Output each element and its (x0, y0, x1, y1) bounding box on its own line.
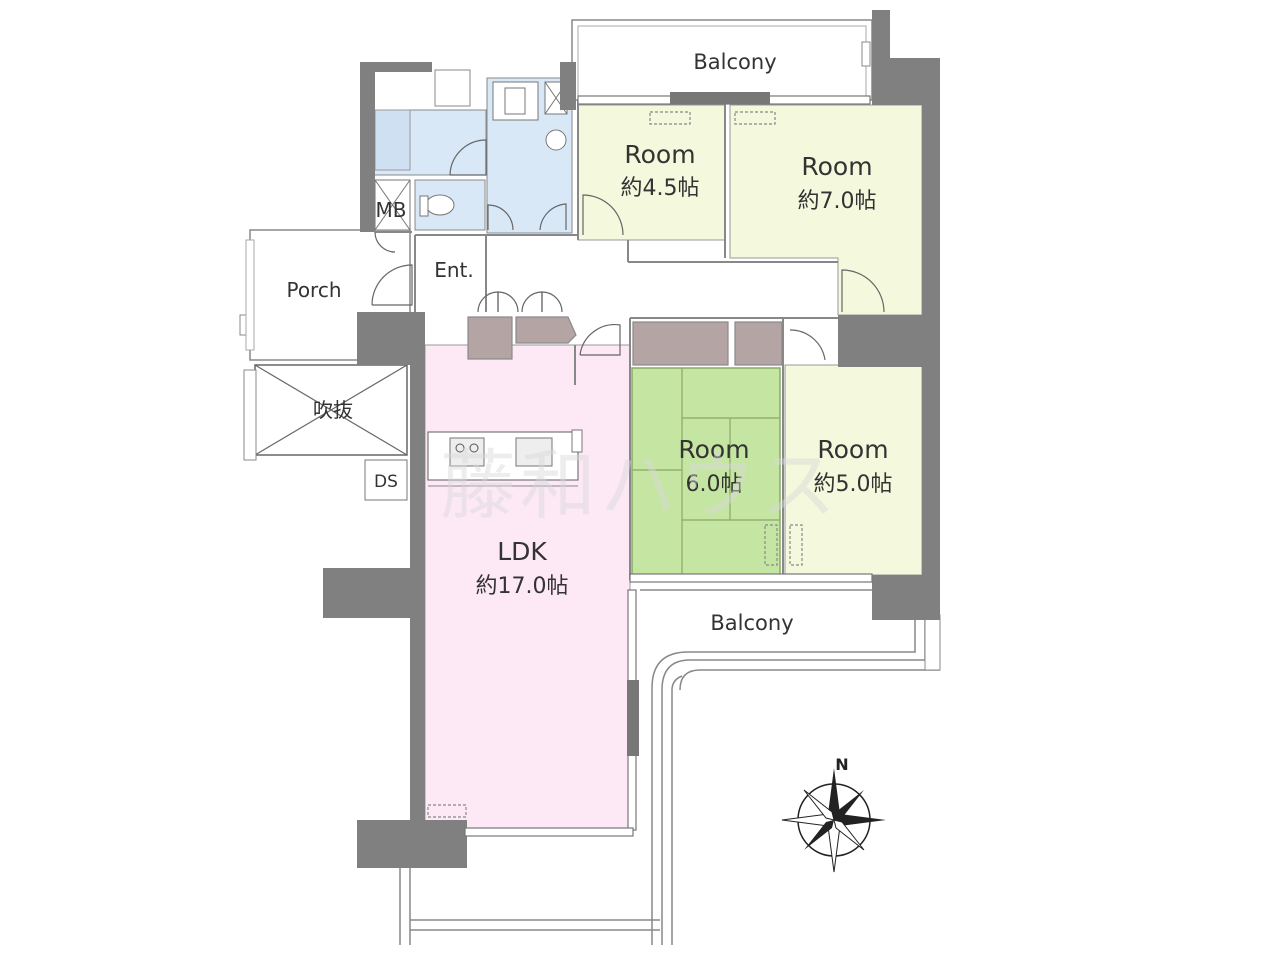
kitchen-counter (427, 429, 583, 487)
compass-north-label: N (835, 755, 848, 774)
windows (464, 92, 873, 837)
room-d-label: Room (817, 435, 888, 464)
room-a-floor (577, 104, 726, 241)
bottom-left-terrace (399, 866, 660, 945)
balcony-top-area (571, 19, 873, 101)
ds-box (364, 459, 408, 501)
balcony-bottom-label: Balcony (710, 611, 793, 635)
room-b-label: Room (801, 152, 872, 181)
room-a-size: 約4.5帖 (621, 176, 700, 201)
entrance-label: Ent. (434, 258, 474, 282)
room-c-label: Room (678, 435, 749, 464)
room-c-tatami (631, 367, 781, 576)
porch-label: Porch (286, 278, 341, 302)
mb-label: MB (376, 198, 407, 222)
room-b-size: 約7.0帖 (798, 189, 877, 214)
balcony-top-label: Balcony (693, 50, 776, 74)
compass-rose: N (781, 755, 886, 873)
ac-units (427, 111, 803, 818)
mb-box (374, 179, 411, 231)
ds-label: DS (374, 472, 398, 492)
room-a-label: Room (624, 140, 695, 169)
room-d-floor (784, 364, 923, 576)
void-area (243, 364, 408, 461)
closets (467, 316, 783, 366)
room-d-size: 約5.0帖 (814, 472, 893, 497)
walls (323, 10, 940, 868)
room-c-size: 6.0帖 (686, 472, 743, 497)
void-label: 吹抜 (313, 398, 353, 422)
partitions (375, 100, 838, 580)
porch-area (239, 229, 411, 361)
tatami-lines (632, 368, 780, 575)
wet-area (372, 69, 573, 234)
ldk-label: LDK (497, 537, 547, 566)
doors (371, 139, 885, 361)
ldk-floor (424, 344, 631, 831)
watermark: 藤和ハウス (440, 441, 840, 530)
ldk-size: 約17.0帖 (476, 574, 569, 599)
